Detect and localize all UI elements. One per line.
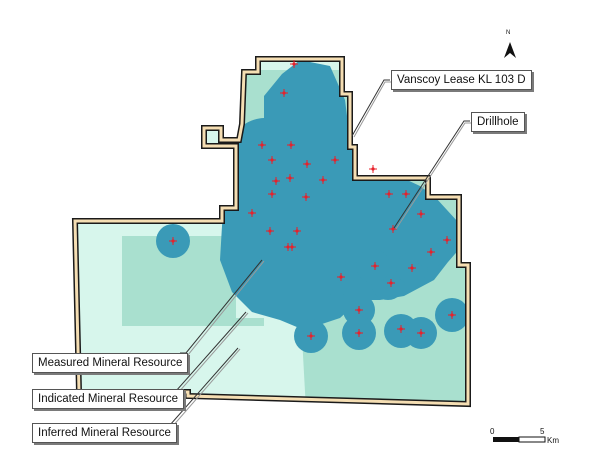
scale-bar bbox=[493, 436, 546, 443]
drillhole-marker bbox=[319, 176, 327, 184]
drillhole-marker bbox=[307, 332, 315, 340]
drillhole-marker bbox=[266, 227, 274, 235]
drillhole-marker bbox=[287, 141, 295, 149]
drillhole-marker bbox=[288, 243, 296, 251]
drillhole-marker bbox=[286, 174, 294, 182]
drillhole-marker bbox=[302, 193, 310, 201]
scale-start-label: 0 bbox=[490, 427, 495, 436]
measured-resource-label: Measured Mineral Resource bbox=[32, 353, 189, 373]
drillhole-marker bbox=[169, 237, 177, 245]
drillhole-marker bbox=[385, 190, 393, 198]
drillhole-marker bbox=[337, 273, 345, 281]
drillhole-markers bbox=[169, 60, 456, 340]
drillhole-marker bbox=[427, 248, 435, 256]
drillhole-marker bbox=[303, 160, 311, 168]
drillhole-marker bbox=[355, 306, 363, 314]
lease-boundary bbox=[71, 56, 471, 408]
scale-unit-label: Km bbox=[547, 436, 559, 445]
drillhole-marker bbox=[280, 89, 288, 97]
drillhole-marker bbox=[272, 177, 280, 185]
drillhole-marker bbox=[443, 236, 451, 244]
drillhole-marker bbox=[387, 279, 395, 287]
north-label: N bbox=[506, 30, 511, 36]
drillhole-marker bbox=[369, 165, 377, 173]
drillhole-marker bbox=[417, 210, 425, 218]
drillhole-marker bbox=[402, 190, 410, 198]
drillhole-marker bbox=[448, 311, 456, 319]
drillhole-marker bbox=[268, 156, 276, 164]
leader-line-drillhole bbox=[393, 120, 470, 229]
north-arrow-icon bbox=[504, 42, 516, 58]
leader-line-lease bbox=[351, 79, 390, 137]
scale-end-label: 5 bbox=[540, 427, 545, 436]
drillhole-marker bbox=[290, 60, 298, 68]
drillhole-marker bbox=[248, 209, 256, 217]
drillhole-marker bbox=[397, 325, 405, 333]
drillhole-marker bbox=[258, 141, 266, 149]
drillhole-marker bbox=[389, 225, 397, 233]
drillhole-marker bbox=[371, 262, 379, 270]
indicated-resource-label: Indicated Mineral Resource bbox=[32, 389, 184, 409]
drillhole-marker bbox=[355, 329, 363, 337]
drillhole-marker bbox=[408, 264, 416, 272]
drillhole-marker bbox=[293, 227, 301, 235]
inferred-resource-label: Inferred Mineral Resource bbox=[32, 423, 177, 443]
lease-label: Vanscoy Lease KL 103 D bbox=[391, 70, 532, 90]
drillhole-marker bbox=[331, 156, 339, 164]
drillhole-label: Drillhole bbox=[471, 112, 525, 132]
drillhole-marker bbox=[417, 329, 425, 337]
drillhole-marker bbox=[268, 190, 276, 198]
